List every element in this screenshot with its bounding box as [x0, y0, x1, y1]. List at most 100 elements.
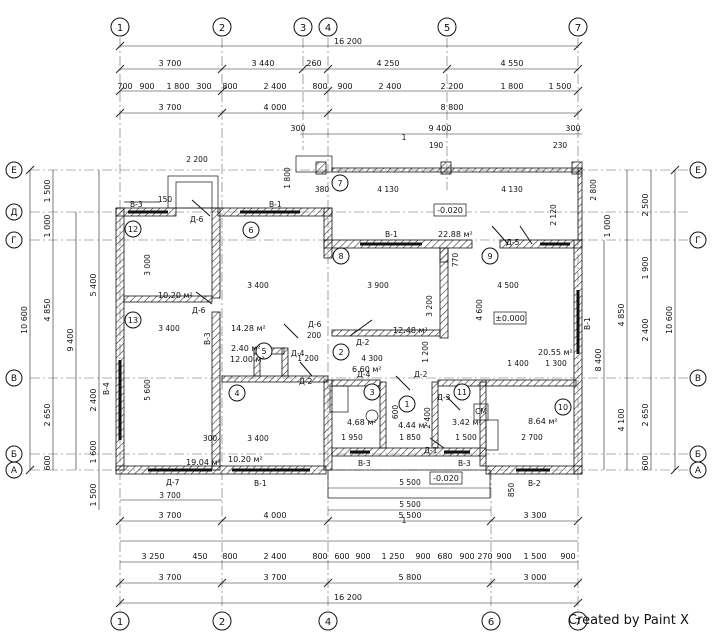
inner-dim: 300: [203, 434, 218, 443]
room-area-8: 12.48 м²: [393, 326, 428, 335]
opening-label: В-2: [528, 479, 541, 488]
room-num-11: 11: [457, 388, 467, 397]
dim-top-r2-c: 1 800: [167, 82, 190, 91]
dim-left-mid-b: 2 650: [43, 404, 52, 427]
axis-label-left-v: В: [11, 374, 17, 384]
axis-label-top-3: 3: [300, 23, 306, 34]
room-num-12: 12: [128, 225, 138, 234]
dim-left-in-a: 1 500: [43, 180, 52, 203]
inner-dim: 2 800: [589, 179, 598, 201]
axis-label-left-e: Е: [11, 166, 17, 176]
dim-top-r1-d: 4 250: [377, 59, 400, 68]
room-area-2: 6.60 м²: [352, 365, 382, 374]
dim-left-mid-c: 600: [43, 455, 52, 470]
dim-top-r4-c: 300: [565, 124, 580, 133]
dim-bot-r1-c: 5 500: [399, 511, 422, 520]
axis-label-top-1: 1: [117, 23, 123, 34]
dim-bot-r2-o: 900: [560, 552, 575, 561]
room-area-11: 3.42 м²: [452, 418, 482, 427]
dim-top-r2-i: 2 400: [379, 82, 402, 91]
dimension-ticks: [25, 41, 680, 608]
opening-label: В-3: [203, 332, 212, 345]
opening-label: Д-2: [356, 338, 370, 347]
dim-left-inner2: 9 400: [66, 329, 75, 352]
inner-dim: 5 500: [399, 478, 421, 487]
dim-overall-bottom: 16 200: [334, 593, 362, 602]
dim-left-mid-a: 4 850: [43, 299, 52, 322]
dim-left-in-d: 2 400: [89, 389, 98, 412]
opening-label: В-4: [102, 382, 111, 395]
section-mark-bottom: 1: [402, 516, 407, 525]
dim-top-r1-c: 260: [306, 59, 321, 68]
axis-bubbles-right: [689, 161, 707, 479]
opening-label: Д-6: [192, 306, 206, 315]
inner-dim: 1 950: [341, 433, 363, 442]
axis-label-top-4: 4: [325, 23, 331, 34]
inner-dim: 3 400: [247, 434, 269, 443]
room-num-10: 10: [558, 403, 568, 412]
dim-bot-r2-j: 680: [437, 552, 452, 561]
dim-right-mid-a: 2 500: [641, 194, 650, 217]
inner-dim: 3 700: [159, 491, 181, 500]
inner-dim: 1 400: [507, 359, 529, 368]
inner-dim: 4 300: [361, 354, 383, 363]
dim-left-in-b: 1 000: [43, 215, 52, 238]
opening-label: Д-6: [190, 215, 204, 224]
room-num-3: 3: [369, 388, 374, 397]
dim-bot-r3-c: 5 800: [399, 573, 422, 582]
dim-bot-r3-b: 3 700: [264, 573, 287, 582]
axis-label-right-e: Е: [695, 166, 701, 176]
inner-dim: 1 200: [421, 341, 430, 363]
inner-dim: 2 700: [521, 433, 543, 442]
axis-bubbles-left: [5, 161, 23, 479]
dim-top-r2-k: 1 800: [501, 82, 524, 91]
inner-dim: 3 400: [158, 324, 180, 333]
dim-top-r1-a: 3 700: [159, 59, 182, 68]
inner-dim: 2 400: [423, 407, 432, 429]
dim-right-outer: 10 600: [665, 306, 674, 334]
inner-dim: 4 130: [501, 185, 523, 194]
axis-label-right-a: А: [695, 466, 702, 476]
dimension-lines: [29, 45, 676, 604]
dim-bot-r2-k: 900: [459, 552, 474, 561]
axis-label-bottom-1: 1: [117, 617, 123, 628]
opening-label: В-1: [269, 200, 282, 209]
room-num-5: 5: [261, 347, 266, 356]
axis-label-bottom-2: 2: [219, 617, 225, 628]
section-mark-top: 1: [402, 133, 407, 142]
dim-top-r4-a: 300: [290, 124, 305, 133]
inner-dim: 380: [315, 185, 330, 194]
dim-top-r2-d: 300: [196, 82, 211, 91]
inner-dim: 1 200: [297, 354, 319, 363]
windows: [118, 210, 580, 472]
dim-bot-r2-f: 600: [334, 552, 349, 561]
dim-right-mid-d: 2 650: [641, 404, 650, 427]
dim-left-in-c: 5 400: [89, 274, 98, 297]
dim-bot-r2-d: 2 400: [264, 552, 287, 561]
inner-dim: 1 300: [545, 359, 567, 368]
inner-dim: 3 400: [247, 281, 269, 290]
dim-bot-r2-m: 900: [496, 552, 511, 561]
porch-columns: [315, 161, 583, 263]
washer-mark: СМ: [475, 407, 487, 416]
room-area-4: 10.20 м²: [228, 455, 263, 464]
opening-label: Д-1: [424, 446, 438, 455]
axis-bubbles-top: [110, 17, 588, 37]
dim-bot-r2-g: 900: [355, 552, 370, 561]
dim-top-r2-b: 900: [139, 82, 154, 91]
inner-dim: 5 500: [399, 500, 421, 509]
dim-bot-r2-a: 3 250: [142, 552, 165, 561]
axis-label-top-7: 7: [575, 23, 581, 34]
inner-dim: 1 800: [283, 167, 292, 189]
opening-label: Д-2: [299, 377, 313, 386]
dim-bot-r3-d: 3 000: [524, 573, 547, 582]
dim-right-mid-e: 600: [641, 455, 650, 470]
inner-dim: 230: [553, 141, 568, 150]
room-area-3: 4.68 м²: [347, 418, 377, 427]
room-num-6: 6: [248, 226, 253, 235]
room-area-12: 10.20 м²: [158, 291, 193, 300]
dim-top-r2-a: 700: [117, 82, 132, 91]
dim-bot-r1-d: 3 300: [524, 511, 547, 520]
inner-dim: 1 850: [399, 433, 421, 442]
dim-top-r3-b: 4 000: [264, 103, 287, 112]
